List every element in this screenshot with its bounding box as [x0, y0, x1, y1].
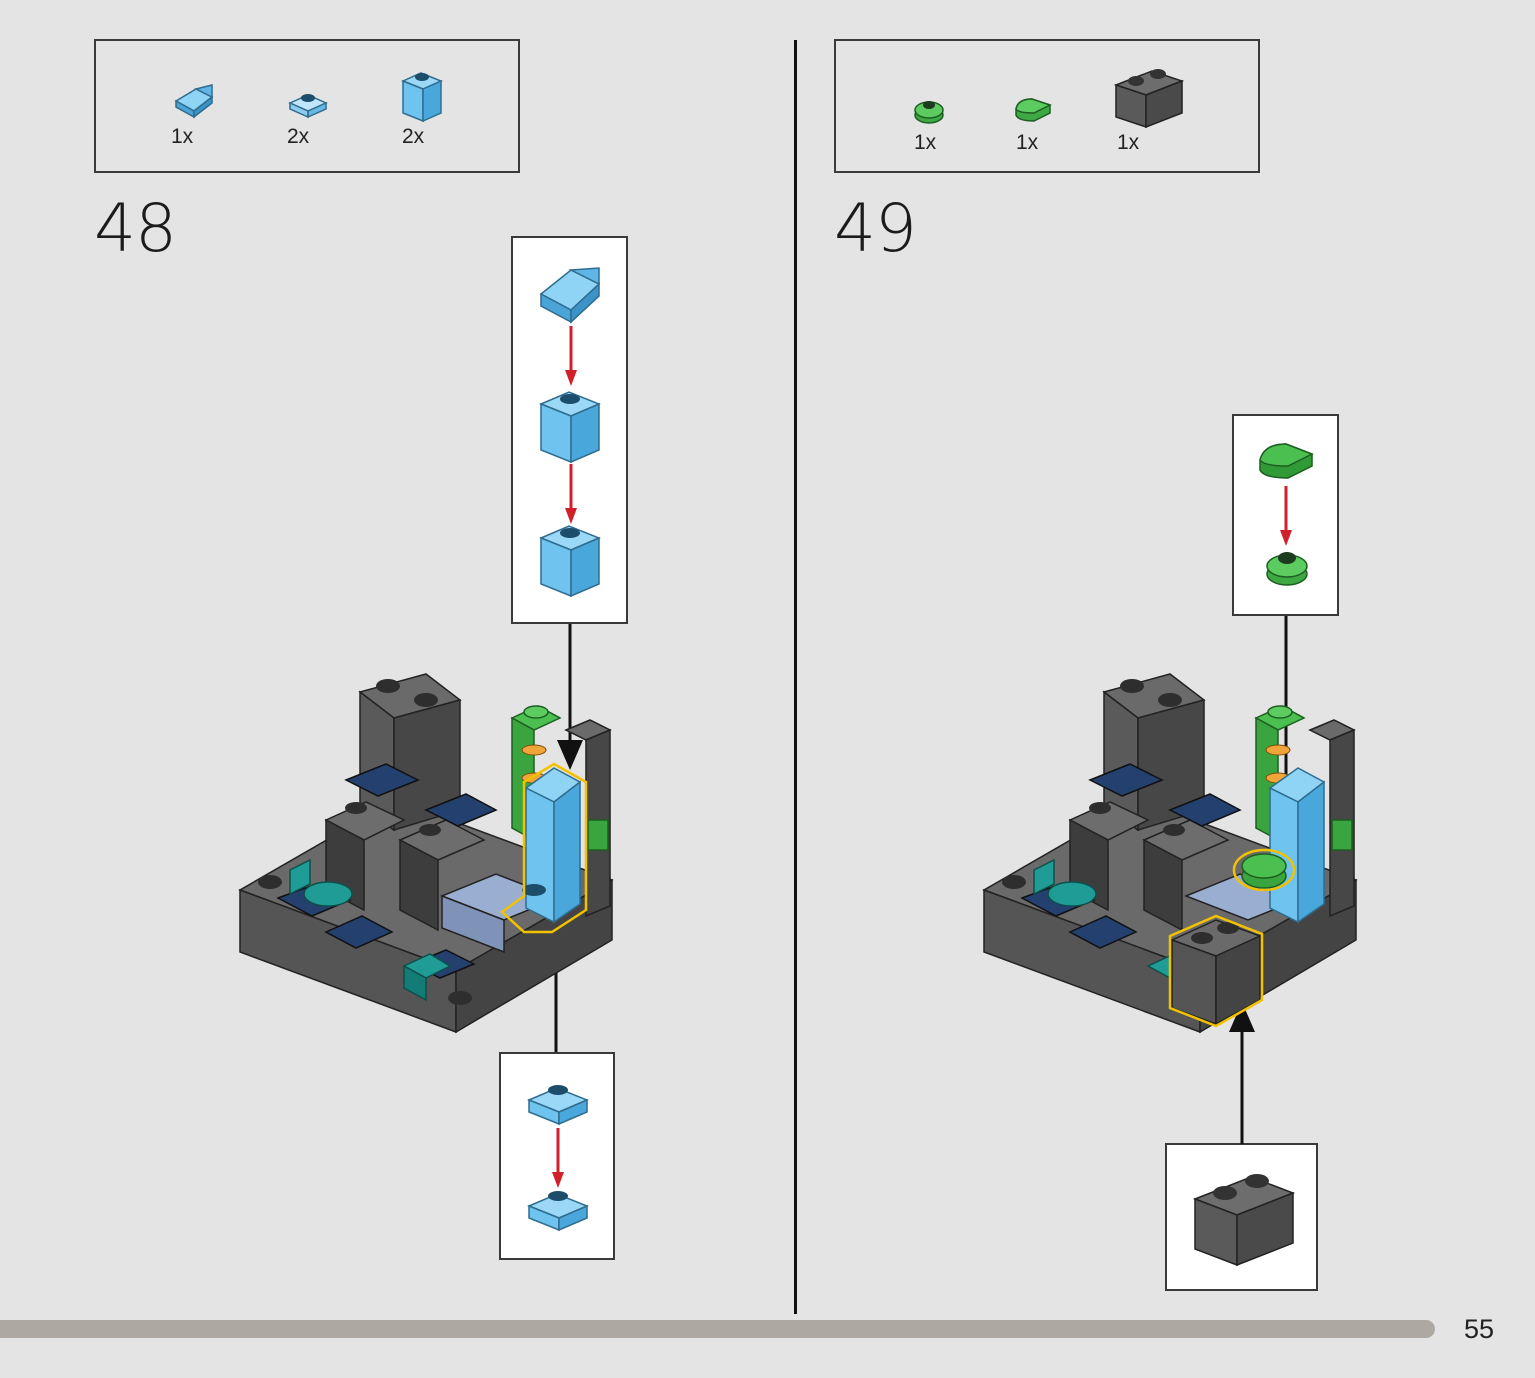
progress-bar	[0, 1320, 1435, 1338]
sub-assembly-callout	[499, 1052, 615, 1260]
arrow-down-icon	[557, 624, 583, 770]
arrow-down-icon	[1280, 486, 1292, 546]
parts-list-step-48: 1x 2x 2x	[94, 39, 520, 173]
green-round-plate-icon	[914, 101, 944, 124]
parts-list-step-49: 1x 1x 1x	[834, 39, 1260, 173]
page-divider	[794, 40, 797, 1314]
arrow-up-icon	[1229, 1002, 1255, 1144]
sub-assembly-callout	[1165, 1143, 1318, 1291]
sub-assembly-callout	[511, 236, 628, 624]
step-number: 49	[834, 190, 917, 267]
build-model-step-49	[982, 673, 1358, 1034]
qty-label: 1x	[914, 131, 937, 154]
trans-light-blue-brick-icon	[539, 525, 601, 598]
trans-light-blue-brick-icon	[401, 72, 443, 123]
trans-light-blue-plate-icon	[288, 94, 328, 119]
qty-label: 1x	[171, 125, 194, 148]
qty-label: 1x	[1016, 131, 1039, 154]
green-round-tile-icon	[1015, 98, 1052, 122]
sub-assembly-callout	[1232, 414, 1339, 616]
build-model-step-48	[238, 673, 614, 1034]
qty-label: 2x	[402, 125, 425, 148]
green-round-tile-icon	[1259, 443, 1314, 479]
green-round-plate-icon	[1266, 552, 1308, 586]
arrow-down-icon	[565, 326, 577, 386]
step-number: 48	[94, 190, 177, 267]
trans-light-blue-slope-icon	[174, 84, 214, 119]
page-number: 55	[1464, 1314, 1495, 1344]
arrow-down-icon	[565, 464, 577, 524]
trans-light-blue-plate-icon	[527, 1191, 589, 1232]
trans-light-blue-slope-icon	[539, 267, 601, 324]
qty-label: 1x	[1117, 131, 1140, 154]
dark-grey-brick-1x2-icon	[1113, 69, 1185, 129]
arrow-down-icon	[552, 1128, 564, 1188]
dark-grey-brick-1x2-icon	[1192, 1174, 1296, 1267]
trans-light-blue-plate-icon	[527, 1085, 589, 1126]
qty-label: 2x	[287, 125, 310, 148]
trans-light-blue-brick-icon	[539, 391, 601, 464]
